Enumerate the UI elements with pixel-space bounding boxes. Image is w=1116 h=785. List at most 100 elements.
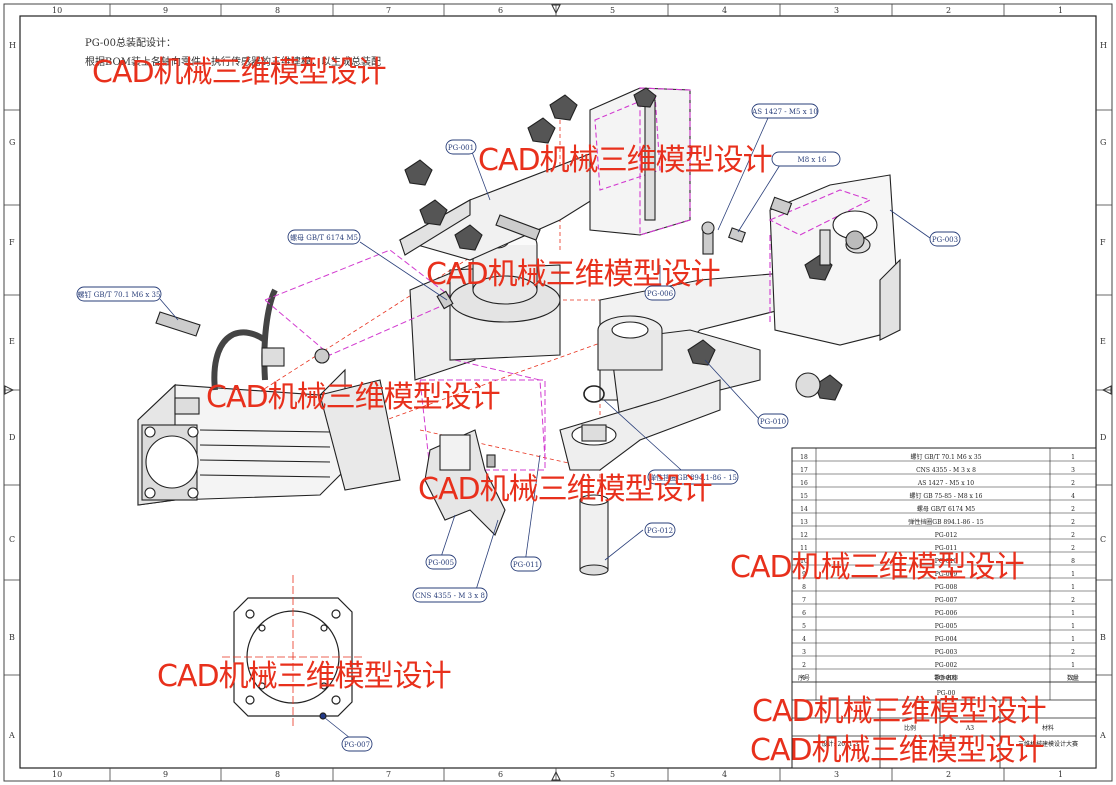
callout-pg-007: PG-007 <box>341 736 373 752</box>
zone-label-B: B <box>9 633 15 642</box>
svg-text:PG-012: PG-012 <box>647 527 673 535</box>
bom-cell-name: PG-009 <box>935 571 958 578</box>
bom-cell-no: 15 <box>800 493 808 500</box>
bom-cell-qty: 1 <box>1071 623 1075 630</box>
zone-label-1: 1 <box>1058 6 1063 15</box>
watermark-text: CAD机械三维模型设计 <box>92 55 387 90</box>
zone-label-10: 10 <box>52 6 62 15</box>
zone-label-3: 3 <box>834 6 839 15</box>
callout-pg-006: PG-006 <box>644 285 676 301</box>
watermark-text: CAD机械三维模型设计 <box>157 659 452 694</box>
bom-cell-qty: 1 <box>1071 571 1075 578</box>
zone-label-7: 7 <box>386 6 391 15</box>
bom-cell-name: 弹性挡圈GB 894.1-86 - 15 <box>908 518 984 526</box>
callout-as-1427: AS 1427 - M5 x 10 <box>751 103 819 119</box>
callout-circlip: 弹性挡圈GB 894.1-86 - 15 <box>647 469 739 485</box>
zone-label-H: H <box>9 41 16 50</box>
bom-cell-qty: 3 <box>1071 467 1075 474</box>
bom-header-row: 序号 零件名称 数量 <box>792 674 1096 683</box>
bom-cell-name: 螺母 GB/T 6174 M5 <box>917 505 975 513</box>
zone-label-right-D: D <box>1100 433 1106 442</box>
bom-cell-qty: 4 <box>1071 493 1075 500</box>
svg-text:M8 x 16: M8 x 16 <box>798 156 827 164</box>
watermark-text: CAD机械三维模型设计 <box>752 694 1047 729</box>
zone-label-6: 6 <box>498 6 503 15</box>
bom-header-no: 序号 <box>798 674 810 682</box>
bom-cell-qty: 1 <box>1071 662 1075 669</box>
watermark-text: CAD机械三维模型设计 <box>206 380 501 415</box>
bom-row: 9 PG-009 1 <box>792 571 1096 579</box>
bom-cell-no: 9 <box>802 571 806 578</box>
zone-label-C: C <box>9 535 15 544</box>
drawing-number: PG-00 <box>937 690 956 697</box>
zone-label-right-E: E <box>1100 337 1106 346</box>
bom-cell-name: CNS 4355 - M 3 x 8 <box>916 467 976 474</box>
bom-cell-no: 1 <box>802 675 806 682</box>
bom-cell-name: PG-003 <box>935 649 958 656</box>
bom-cell-no: 16 <box>800 480 808 487</box>
center-mark-left <box>4 385 15 395</box>
zone-label-bottom-6: 6 <box>498 770 503 779</box>
svg-text:螺钉 GB/T 70.1 M6 x 35: 螺钉 GB/T 70.1 M6 x 35 <box>78 290 161 299</box>
drawing-note: 根据BOM装上各轴向零件，执行传感器的三维建模，以生成总装配 <box>85 55 381 68</box>
bom-cell-no: 17 <box>800 467 808 474</box>
watermark-text: CAD机械三维模型设计 <box>478 143 773 178</box>
bom-cell-no: 4 <box>802 636 806 643</box>
watermark-text: CAD机械三维模型设计 <box>750 733 1045 768</box>
svg-text:PG-003: PG-003 <box>932 236 958 244</box>
bom-cell-name: PG-007 <box>935 597 958 604</box>
zone-label-right-G: G <box>1100 138 1106 147</box>
zone-label-right-H: H <box>1100 41 1107 50</box>
zone-label-D: D <box>9 433 15 442</box>
sheet-size: A3 <box>965 725 974 732</box>
svg-text:PG-005: PG-005 <box>428 559 454 567</box>
zone-label-G: G <box>9 138 15 147</box>
bom-cell-no: 14 <box>800 506 808 513</box>
zone-labels: 10 9 8 7 6 5 4 3 2 1 10 9 8 7 6 5 4 3 2 … <box>8 6 1107 779</box>
flange-view <box>222 575 365 728</box>
bom-cell-qty: 2 <box>1071 649 1075 656</box>
zone-label-4: 4 <box>722 6 727 15</box>
drawing-heading: PG-00总装配设计： <box>85 36 176 49</box>
bom-row: 4 PG-004 1 <box>792 636 1096 644</box>
lower-fork <box>559 379 721 471</box>
material-label: 材料 <box>1042 724 1054 732</box>
callout-m8x16: M8 x 16 <box>771 151 841 167</box>
zone-label-8: 8 <box>275 6 280 15</box>
bom-cell-qty: 1 <box>1071 584 1075 591</box>
bom-cell-no: 18 <box>800 454 808 461</box>
svg-text:PG-001: PG-001 <box>448 144 474 152</box>
callouts: PG-001 AS 1427 - M5 x 10 M8 x 16 PG-003 … <box>76 103 961 752</box>
bom-cell-no: 6 <box>802 610 806 617</box>
bom-cell-name: PG-011 <box>935 545 957 552</box>
knob-nuts <box>404 87 843 401</box>
zone-label-bottom-5: 5 <box>610 770 615 779</box>
company-label: 三维机械建模设计大赛 <box>1018 740 1078 748</box>
watermark-text: CAD机械三维模型设计 <box>426 257 721 292</box>
bom-cell-qty: 2 <box>1071 519 1075 526</box>
zone-label-9: 9 <box>163 6 168 15</box>
bom-cell-qty: 2 <box>1071 480 1075 487</box>
bom-cell-qty: 1 <box>1071 636 1075 643</box>
zone-label-right-F: F <box>1100 238 1106 247</box>
bom-cell-qty: 2 <box>1071 597 1075 604</box>
callout-pg-011: PG-011 <box>510 556 542 572</box>
callout-pg-003: PG-003 <box>929 231 961 247</box>
designer-label: 设计: 2021.3 <box>822 740 859 748</box>
bom-cell-no: 2 <box>802 662 806 669</box>
zone-label-F: F <box>9 238 15 247</box>
bom-cell-no: 7 <box>802 597 806 604</box>
bom-cell-name: PG-004 <box>935 636 958 643</box>
svg-text:PG-006: PG-006 <box>647 290 674 298</box>
bom-cell-name: 螺钉 GB 75-85 - M8 x 16 <box>910 492 983 500</box>
zone-label-2: 2 <box>946 6 951 15</box>
